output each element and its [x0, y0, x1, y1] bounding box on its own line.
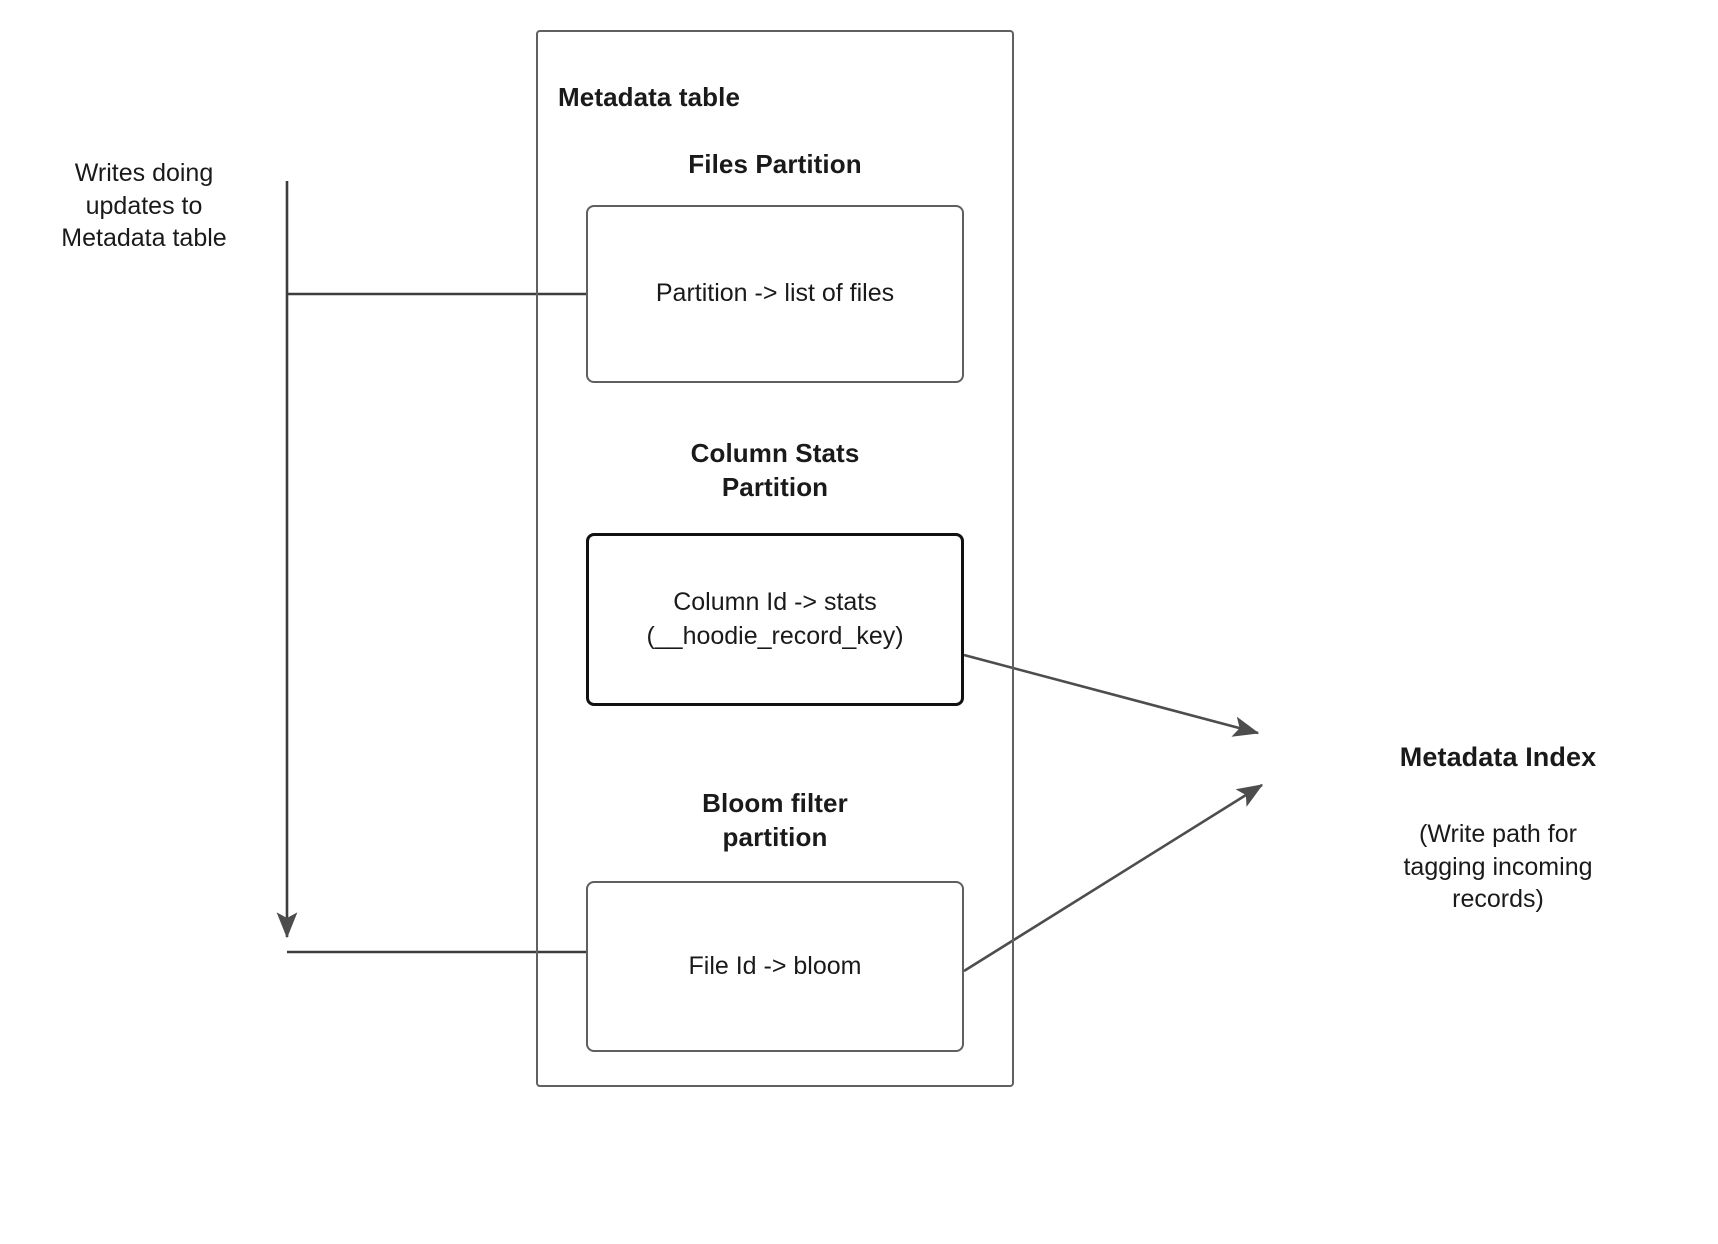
column-stats-partition-box-text: Column Id -> stats (__hoodie_record_key): [646, 587, 904, 650]
files-partition-heading: Files Partition: [688, 149, 862, 179]
metadata-table-container: [536, 30, 1014, 1087]
metadata-table-title: Metadata table: [558, 82, 741, 112]
files-partition-box-text: Partition -> list of files: [655, 279, 895, 308]
bloom-filter-partition-box-text: File Id -> bloom: [688, 951, 862, 980]
writes-updates-note: Writes doing updates to Metadata table: [61, 159, 227, 252]
metadata-index-caption: (Write path for tagging incoming records…: [1403, 820, 1593, 913]
metadata-index-title: Metadata Index: [1399, 742, 1597, 772]
bloom-filter-partition-heading: Bloom filter partition: [702, 788, 848, 852]
column-stats-partition-box[interactable]: Column Id -> stats (__hoodie_record_key): [586, 533, 964, 706]
files-partition-box[interactable]: Partition -> list of files: [586, 205, 964, 383]
column-stats-partition-heading: Column Stats Partition: [690, 438, 860, 502]
bloom-filter-partition-box[interactable]: File Id -> bloom: [586, 881, 964, 1052]
